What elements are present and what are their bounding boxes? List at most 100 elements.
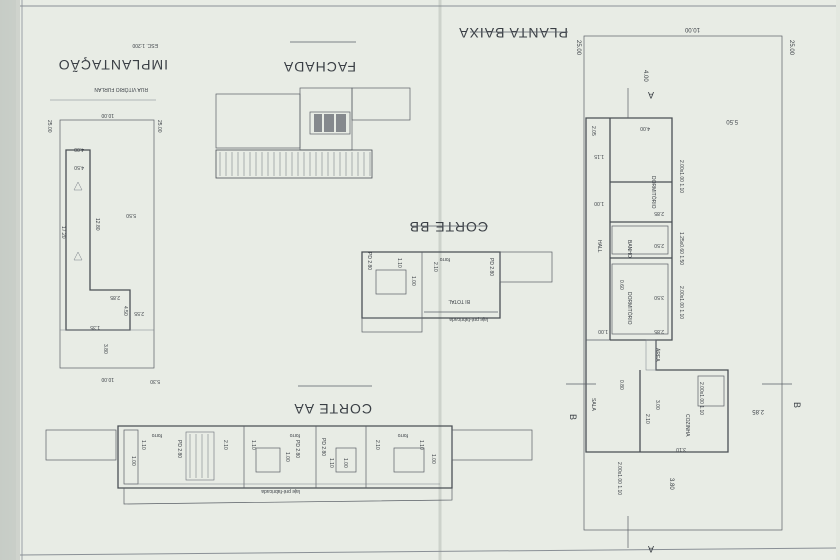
corte-aa-stair	[185, 431, 215, 481]
room-dorm1: DORMITÓRIO	[650, 176, 657, 209]
aa-forro-1: forro	[152, 432, 163, 438]
bb-100: 1.00	[410, 276, 416, 286]
room-area: ÁREA	[654, 348, 661, 362]
aa-pd-3: PD 2.80	[320, 438, 326, 456]
corte-bb-title: CORTE BB	[409, 219, 488, 235]
dim-400: 4.00	[640, 125, 650, 131]
dim-060: 0.60	[618, 280, 624, 290]
border-bottom	[19, 547, 837, 556]
planta-baixa-title: PLANTA BAIXA	[458, 25, 568, 41]
lot-width-dim: 10.00	[684, 26, 700, 32]
impl-bottom: 10.00	[101, 376, 114, 382]
aa-forro-3: forro	[398, 432, 409, 438]
aa-pd-2: PD 2.80	[294, 440, 300, 458]
implantacao: IMPLANTAÇÃO ESC. 1:200 RUA VITÓRIO FURLA…	[46, 42, 168, 384]
corte-aa: CORTE AA forro forro forro laje pré-fabr…	[45, 385, 533, 505]
corte-aa-window-2	[335, 447, 357, 473]
room-banho: BANHO	[626, 240, 632, 258]
aa-100a: 1.00	[130, 456, 136, 466]
impl-450: 4.50	[74, 164, 84, 170]
bb-pd-left: PD 2.80	[366, 252, 372, 270]
aa-210b: 2.10	[374, 440, 380, 450]
stair-treads	[189, 434, 209, 478]
section-b-left: B	[568, 414, 578, 420]
dim-250: 2.50	[654, 242, 664, 248]
impl-right: 25.00	[156, 120, 162, 133]
section-a-top: A	[648, 90, 654, 100]
aa-100c: 1.00	[342, 458, 348, 468]
window-dorm2: 2.00x1.00 1.10	[678, 286, 684, 319]
level-mark-1	[73, 181, 83, 191]
implantacao-title: IMPLANTAÇÃO	[58, 57, 168, 73]
implantacao-lot	[59, 119, 155, 369]
impl-400: 4.00	[74, 146, 84, 152]
dim-115: 1.15	[594, 153, 604, 159]
room-cozinha: COZINHA	[684, 414, 690, 437]
closet-dorm2	[611, 263, 669, 335]
corte-bb-base	[361, 317, 423, 333]
fachada-hatch	[219, 152, 371, 176]
fachada-window	[309, 111, 351, 135]
corte-bb: CORTE BB forro laje pré-fabricada PD 2.8…	[361, 219, 553, 333]
corte-bb-roof	[499, 251, 553, 283]
section-a-bot: A	[648, 544, 654, 554]
corte-aa-foundation	[123, 488, 453, 505]
window-sala: 2.00x1.00 1.10	[616, 462, 622, 495]
impl-530: 5.30	[150, 378, 160, 384]
aa-100d: 1.00	[430, 454, 436, 464]
dim-210: 2.10	[644, 414, 650, 424]
escala-label: ESC. 1:200	[132, 42, 158, 48]
impl-1280: 12.80	[94, 218, 100, 231]
banho-box	[611, 225, 669, 255]
dim-205: 2.05	[590, 126, 596, 136]
left-shadow	[0, 0, 20, 560]
aa-100b: 1.00	[284, 452, 290, 462]
bb-bi-total: BI TOTAL	[448, 298, 470, 304]
room-hall: HALL	[596, 240, 602, 253]
dim-100: 1.00	[594, 200, 604, 206]
bb-pd-right: PD 2.80	[488, 258, 494, 276]
dim-310: 3.10	[676, 446, 686, 452]
corte-bb-outline	[361, 251, 501, 319]
section-b-right: B	[792, 402, 802, 408]
cozinha-counter	[697, 375, 725, 407]
window-banho: 1.25x0.60 1.50	[678, 232, 684, 265]
lot-outline	[583, 35, 783, 531]
corte-aa-window-1	[255, 447, 281, 473]
aa-110b: 1.10	[250, 440, 256, 450]
setback-top: 4.00	[642, 70, 648, 82]
aa-110a: 1.10	[140, 440, 146, 450]
area-strip	[645, 339, 657, 371]
dim-bot-100: 1.00	[598, 328, 608, 334]
impl-135: 1.35	[90, 324, 100, 330]
aa-forro-2: forro	[290, 432, 301, 438]
corte-aa-title: CORTE AA	[293, 401, 372, 417]
impl-450b: 4.50	[122, 306, 128, 316]
aa-pd-1: PD 2.80	[176, 440, 182, 458]
corte-aa-window-3	[393, 447, 425, 473]
impl-255: 2.55	[134, 310, 144, 316]
planta-baixa: PLANTA BAIXA 10.00 25.00 25.00 5.50 4.00…	[458, 25, 802, 554]
dim-285b: 2.85	[654, 328, 664, 334]
paper	[16, 0, 836, 560]
fachada: FACHADA	[215, 41, 411, 179]
fachada-title: FACHADA	[283, 59, 356, 75]
impl-380: 3.80	[102, 344, 108, 354]
fachada-wall-hatch-box	[215, 149, 373, 179]
room-sala: SALA	[590, 398, 596, 411]
bb-laje: laje pré-fabricada	[449, 316, 488, 322]
impl-285: 2.85	[110, 294, 120, 300]
fachada-roof-right	[351, 87, 411, 121]
bb-forro: forro	[440, 256, 451, 262]
impl-550: 5.50	[126, 212, 136, 218]
dim-350: 3.50	[654, 294, 664, 300]
dim-080: 0.80	[618, 380, 624, 390]
impl-top: 10.00	[101, 112, 114, 118]
window-cozinha: 2.00x1.00 1.10	[698, 382, 704, 415]
dim-side-285: 2.85	[752, 408, 764, 414]
lot-right-dim: 25.00	[788, 40, 794, 56]
corte-bb-window	[375, 269, 407, 295]
bb-210: 2.10	[432, 262, 438, 272]
